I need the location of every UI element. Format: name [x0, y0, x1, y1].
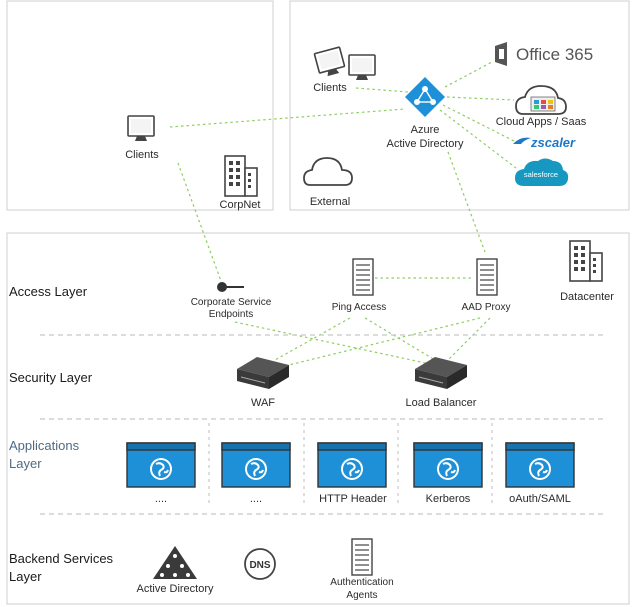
load-balancer-appliance-icon: [414, 356, 468, 390]
azure-ad-icon: [405, 77, 445, 117]
endpoints-label-line1: Corporate Service: [191, 297, 272, 308]
aad-proxy-label: AAD Proxy: [462, 302, 511, 313]
zscaler-logo-icon: [513, 137, 531, 144]
azure-label-line1: Azure: [411, 124, 440, 136]
backend-layer-label-line2: Layer: [9, 569, 42, 584]
active-directory-label: Active Directory: [136, 583, 214, 595]
active-directory-icon: [153, 546, 197, 579]
link-clients-azure: [169, 108, 406, 128]
load-balancer-label: Load Balancer: [406, 397, 477, 409]
link-clients-endpoints: [177, 162, 222, 282]
web-app-icon: [126, 442, 196, 488]
app-label: oAuth/SAML: [509, 493, 571, 505]
ping-access-server-icon: [352, 258, 374, 296]
link-azure-cloudapps: [446, 96, 515, 101]
applications-layer-label-line1: Applications: [9, 438, 80, 453]
salesforce-label: salesforce: [524, 170, 558, 179]
applications-layer-label-line2: Layer: [9, 456, 42, 471]
dns-label: DNS: [249, 560, 270, 571]
external-cloud-icon: [303, 157, 353, 186]
security-layer-label: Security Layer: [9, 370, 93, 385]
dns-icon: [244, 548, 276, 580]
waf-label: WAF: [251, 397, 275, 409]
external-clients-icon: [313, 46, 376, 81]
link-ping-waf: [274, 317, 351, 361]
ping-access-label: Ping Access: [332, 302, 386, 313]
web-app-icon: [317, 442, 387, 488]
external-label: External: [310, 196, 350, 208]
app-label: ....: [250, 493, 262, 505]
link-azure-zscaler: [442, 104, 515, 142]
office365-label: Office 365: [516, 45, 593, 64]
external-clients-label: Clients: [313, 82, 347, 94]
connection-lines: [169, 61, 517, 367]
cloud-apps-label: Cloud Apps / Saas: [496, 116, 587, 128]
external-region: [289, 0, 630, 211]
link-azure-aadproxy: [447, 151, 486, 253]
corpnet-region: [6, 0, 274, 211]
endpoint-key-icon: [217, 282, 244, 292]
auth-agents-label-line1: Authentication: [330, 577, 393, 588]
corp-clients-icon: [127, 115, 155, 142]
aad-proxy-server-icon: [476, 258, 498, 296]
datacenter-region: [6, 232, 630, 605]
link-endpoints-lb: [234, 321, 431, 365]
link-ping-lb: [364, 317, 436, 361]
datacenter-label: Datacenter: [560, 291, 614, 303]
web-app-icon: [413, 442, 483, 488]
link-azure-office365: [444, 61, 493, 88]
backend-layer-label-line1: Backend Services: [9, 551, 114, 566]
web-app-icon: [505, 442, 575, 488]
corp-clients-label: Clients: [125, 149, 159, 161]
datacenter-building-icon: [569, 240, 603, 282]
link-external-clients-azure: [355, 87, 409, 93]
link-aad-waf: [284, 317, 481, 367]
app-label: ....: [155, 493, 167, 505]
salesforce-logo-icon: [515, 158, 569, 186]
app-label: Kerberos: [426, 493, 471, 505]
link-aad-lb: [447, 317, 491, 361]
cloud-apps-icon: [515, 85, 567, 115]
app-label: HTTP Header: [319, 493, 387, 505]
endpoints-label-line2: Endpoints: [209, 309, 253, 320]
waf-appliance-icon: [236, 356, 290, 390]
azure-label-line2: Active Directory: [386, 138, 464, 150]
web-app-icon: [221, 442, 291, 488]
office365-logo-icon: [495, 42, 507, 66]
authentication-agents-server-icon: [351, 538, 373, 576]
auth-agents-label-line2: Agents: [346, 590, 377, 601]
zscaler-label: zscaler: [530, 135, 576, 150]
corpnet-label: CorpNet: [220, 199, 261, 211]
corpnet-building-icon: [224, 155, 258, 197]
access-layer-label: Access Layer: [9, 284, 88, 299]
